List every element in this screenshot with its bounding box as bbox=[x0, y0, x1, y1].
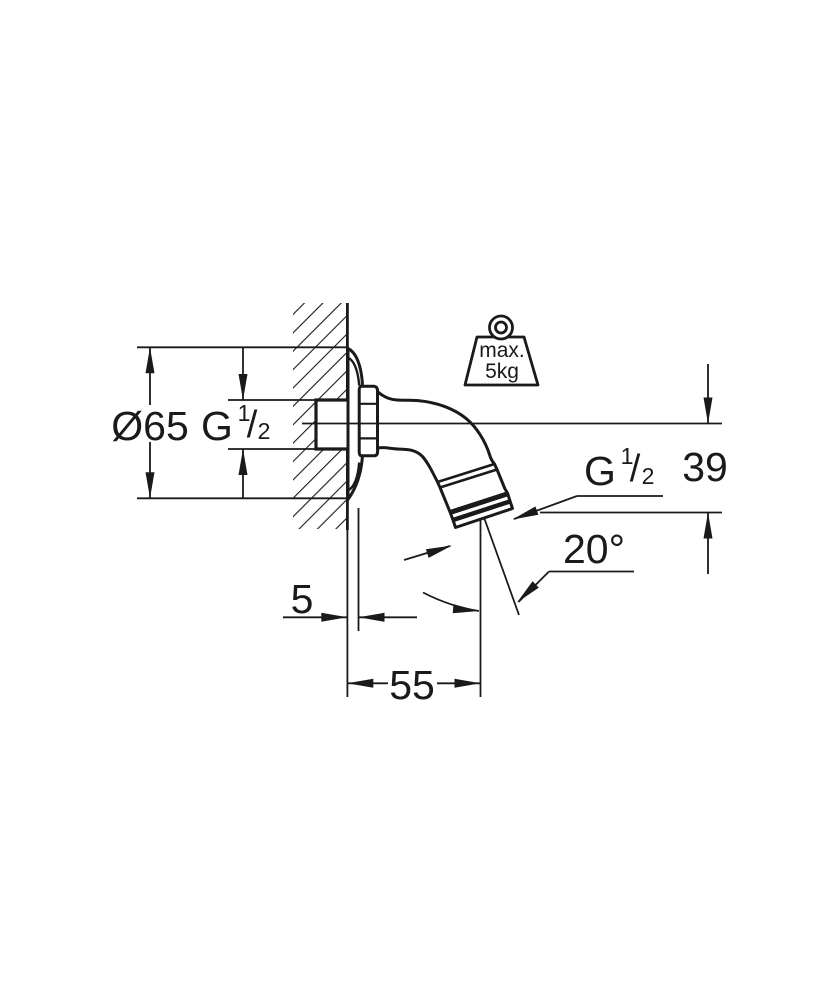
dim-drop-height: 39 bbox=[540, 364, 728, 574]
arrowhead bbox=[238, 374, 248, 400]
arrowhead bbox=[703, 512, 713, 539]
inlet-thread-label: G 1 / 2 bbox=[201, 400, 270, 449]
outlet-thread-label: G 1 / 2 bbox=[584, 443, 654, 494]
dim-flange-diameter: Ø65 bbox=[107, 346, 347, 500]
arrowhead bbox=[358, 612, 385, 622]
dim-projection: 55 bbox=[347, 662, 481, 708]
arrowhead bbox=[347, 678, 374, 688]
arrowhead bbox=[321, 612, 348, 622]
wall-offset-label: 5 bbox=[291, 576, 314, 622]
weight-max-label: max. bbox=[479, 339, 525, 362]
arrowhead bbox=[454, 678, 481, 688]
dim-outlet-thread: G 1 / 2 bbox=[403, 443, 663, 561]
weight-value-label: 5kg bbox=[485, 360, 519, 383]
shower-arm-outline bbox=[376, 390, 514, 529]
arrowhead bbox=[512, 506, 539, 520]
outlet-angle-label: 20° bbox=[563, 526, 625, 572]
arrowhead bbox=[145, 347, 155, 374]
flange-inner-edge-top bbox=[347, 356, 361, 386]
shower-arm bbox=[376, 390, 514, 529]
outlet-axis-line bbox=[483, 517, 520, 616]
dim-wall-offset: 5 bbox=[283, 508, 417, 697]
flange-inner-edge-bottom bbox=[347, 462, 361, 492]
weight-limit-icon: max. 5kg bbox=[463, 314, 540, 387]
svg-text:2: 2 bbox=[642, 463, 655, 489]
projection-label: 55 bbox=[389, 662, 435, 708]
outlet-thread-rings bbox=[437, 462, 511, 523]
svg-text:G: G bbox=[584, 448, 616, 494]
arrowhead bbox=[452, 604, 479, 614]
angle-arc bbox=[422, 591, 480, 612]
svg-text:/: / bbox=[630, 448, 641, 490]
arrowhead bbox=[517, 581, 539, 603]
svg-text:/: / bbox=[247, 404, 258, 446]
arrowhead bbox=[145, 472, 155, 499]
weight-handle-inner bbox=[494, 320, 508, 335]
svg-text:G: G bbox=[201, 403, 233, 449]
svg-text:2: 2 bbox=[258, 418, 271, 444]
flange-diameter-label: Ø65 bbox=[111, 403, 189, 449]
arrowhead bbox=[703, 397, 713, 424]
arrowhead bbox=[425, 545, 452, 558]
arrowhead bbox=[238, 449, 248, 475]
svg-text:1: 1 bbox=[238, 400, 251, 426]
dim-outlet-angle: 20° bbox=[422, 517, 634, 697]
hex-nut bbox=[357, 384, 380, 458]
dim-inlet-thread: G 1 / 2 bbox=[201, 347, 316, 499]
drop-height-label: 39 bbox=[682, 444, 728, 490]
svg-text:1: 1 bbox=[621, 443, 634, 469]
inlet-pipe bbox=[314, 398, 349, 451]
inlet-pipe-outline bbox=[314, 398, 349, 451]
